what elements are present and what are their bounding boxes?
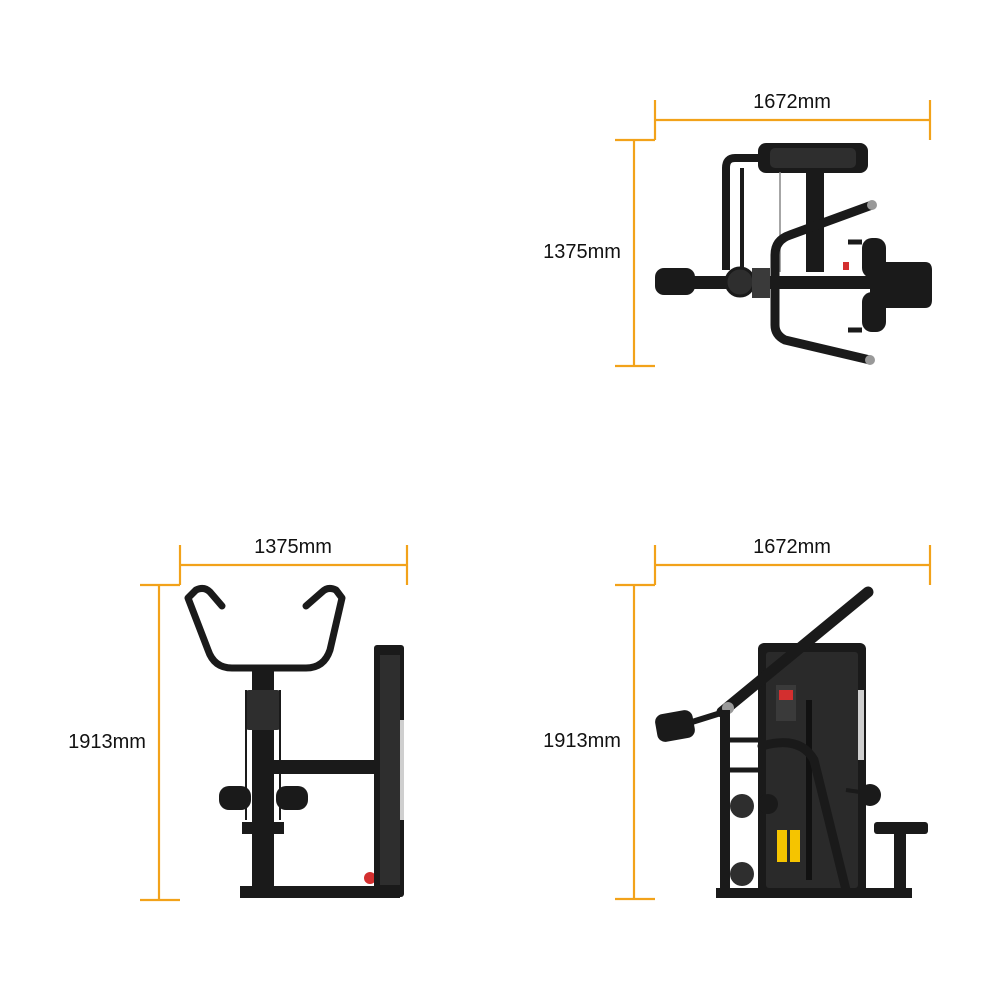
- side-view-width-dimension: 1672mm: [653, 536, 932, 585]
- front-red-foot: [364, 872, 376, 884]
- top-lever-arm: [770, 200, 877, 365]
- top-seat: [870, 262, 932, 308]
- top-pivot-hub: [724, 266, 756, 298]
- front-cross-beam: [274, 760, 374, 774]
- front-seat: [242, 822, 284, 834]
- top-pop-pin: [843, 262, 849, 270]
- front-view-width-label: 1375mm: [254, 536, 332, 558]
- side-front-arm: [757, 738, 851, 895]
- top-main-beam: [690, 276, 870, 289]
- top-rear-pad: [655, 268, 695, 295]
- side-knee-roller: [859, 784, 881, 806]
- side-view-height-label: 1913mm: [543, 730, 621, 752]
- side-lever-pad: [655, 710, 695, 742]
- front-knee-roller-left: [219, 786, 251, 810]
- top-view-depth-label: 1375mm: [543, 241, 621, 263]
- front-handlebar: [184, 584, 346, 672]
- side-warning-sticker-right: [790, 830, 800, 862]
- front-view-height-dimension: 1913mm: [68, 583, 180, 902]
- front-knee-roller-right: [276, 786, 308, 810]
- top-view: 1672mm 1375mm: [543, 91, 932, 368]
- side-view-machine: [655, 586, 928, 898]
- side-lever-arm: [716, 586, 874, 718]
- top-view-machine: [655, 143, 932, 365]
- side-warning-sticker-left: [777, 830, 787, 862]
- side-base: [716, 888, 912, 898]
- side-view-width-label: 1672mm: [753, 536, 831, 558]
- side-view: 1672mm 1913mm: [543, 536, 932, 901]
- front-view: 1375mm 1913mm: [68, 536, 409, 902]
- top-view-depth-dimension: 1375mm: [543, 138, 655, 368]
- top-rear-loop: [722, 154, 758, 270]
- top-view-width-label: 1672mm: [753, 91, 831, 113]
- front-view-height-label: 1913mm: [68, 731, 146, 753]
- top-view-width-dimension: 1672mm: [653, 91, 932, 140]
- side-view-height-dimension: 1913mm: [543, 583, 655, 901]
- front-view-machine: [184, 584, 404, 898]
- side-rear-frame: [720, 710, 730, 898]
- front-base: [240, 886, 400, 898]
- front-view-width-dimension: 1375mm: [178, 536, 409, 585]
- side-seat: [874, 822, 928, 834]
